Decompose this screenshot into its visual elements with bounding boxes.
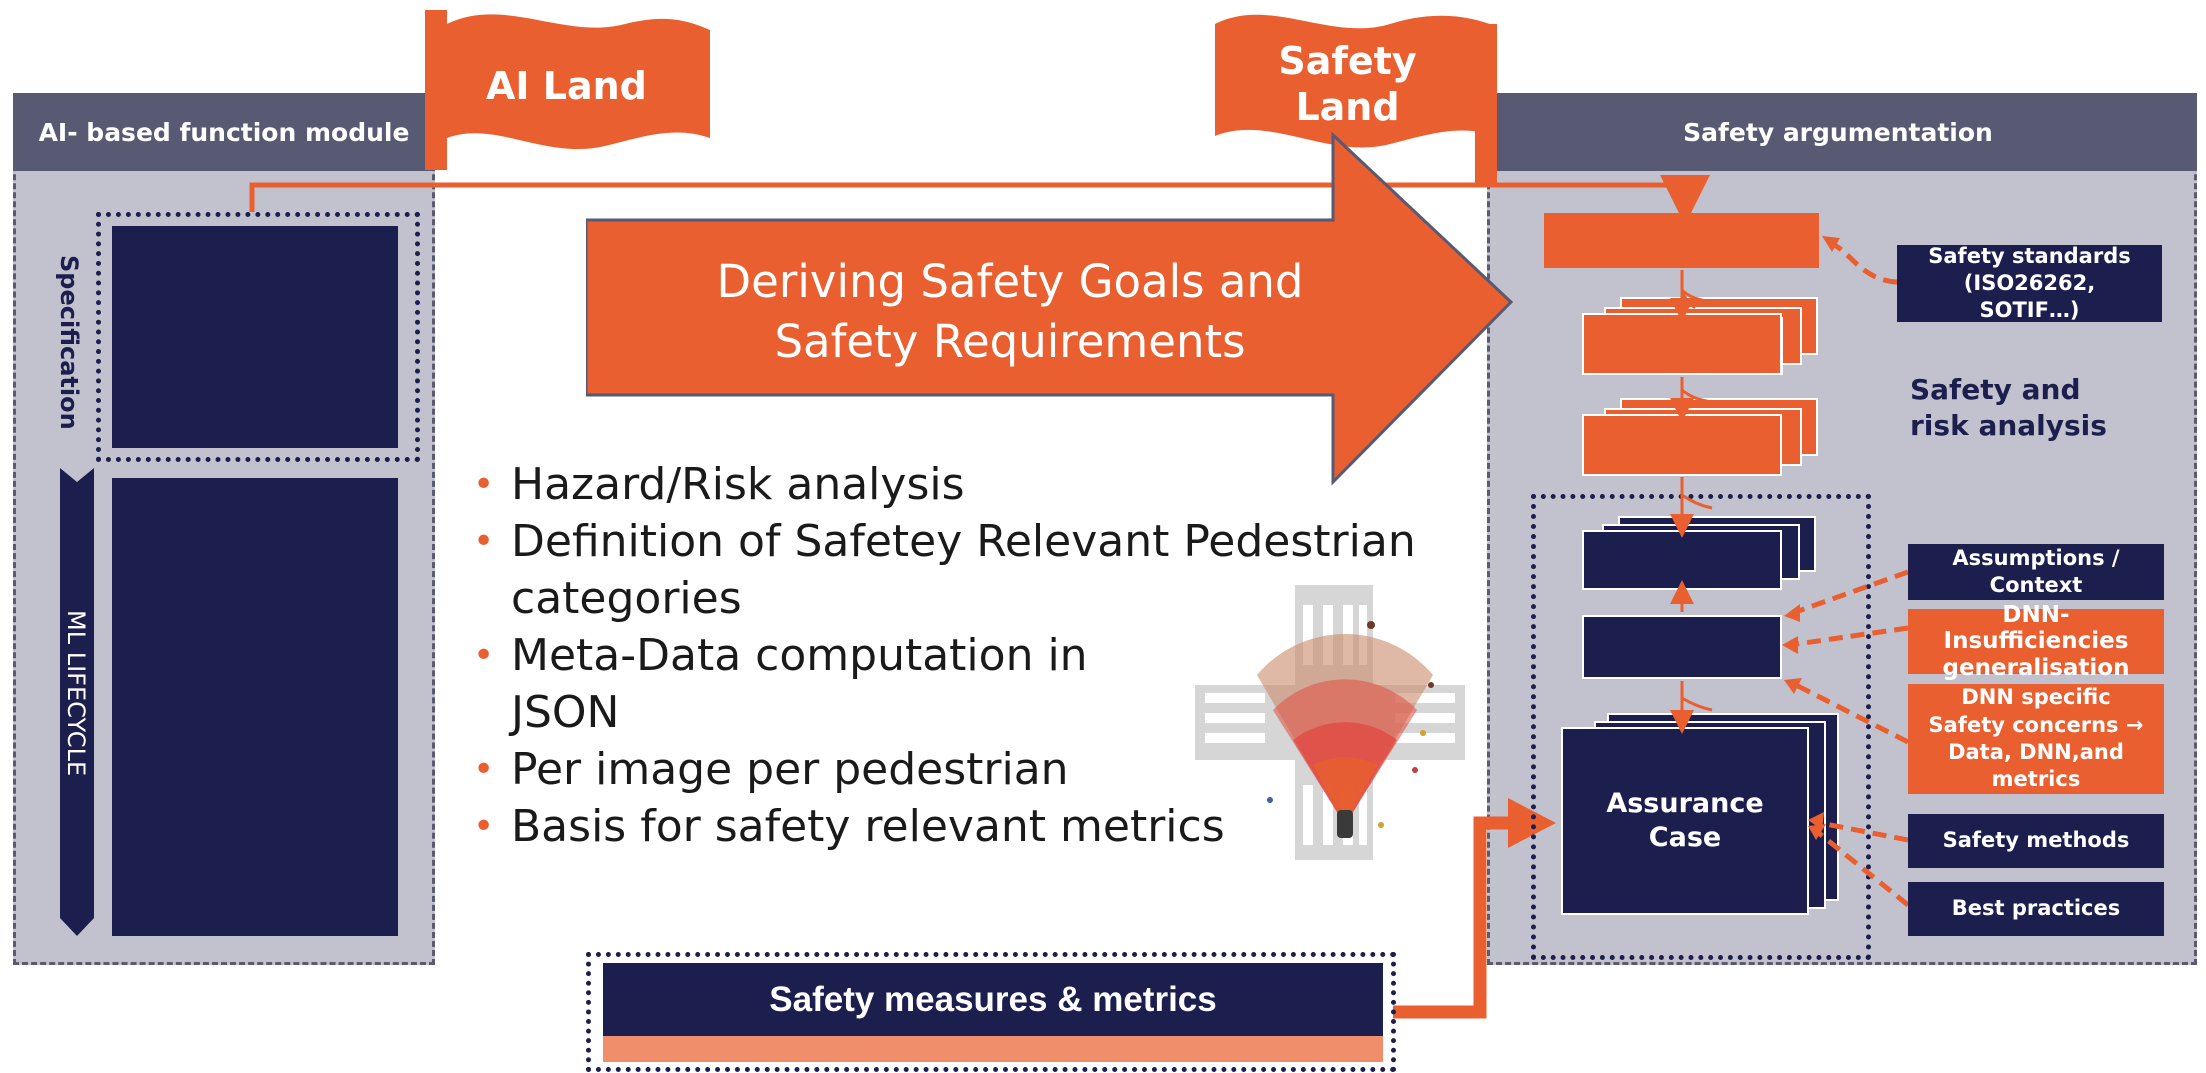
safety-measures-label: Safety measures & metrics xyxy=(769,979,1217,1019)
ml-lifecycle-arrow xyxy=(60,468,94,936)
safety-argumentation-title: Safety argumentation xyxy=(1683,117,1993,147)
safety-land-label: Safety Land xyxy=(1260,38,1435,130)
safety-methods-box: Safety methods xyxy=(1908,814,2164,868)
safety-risk-analysis-label: Safety and risk analysis xyxy=(1910,373,2107,442)
assurance-case-box: Assurance Case xyxy=(1561,727,1809,915)
ai-land-flag xyxy=(425,10,710,170)
dnn-specific-concerns-box: DNN specific Safety concerns → Data, DNN… xyxy=(1908,684,2164,794)
deriving-goals-line1: Deriving Safety Goals and xyxy=(716,255,1304,308)
argument-block xyxy=(1582,615,1782,679)
analysis-bullet-list: Hazard/Risk analysis Definition of Safet… xyxy=(473,456,1433,855)
safety-land-flag xyxy=(1215,14,1497,184)
intersection-illustration xyxy=(1195,585,1465,860)
specification-box-frame xyxy=(96,212,420,462)
ai-function-module-header: AI- based function module xyxy=(13,93,435,171)
specification-box xyxy=(112,226,398,448)
assurance-case-line2: Case xyxy=(1648,822,1722,853)
bullet-item: Per image per pedestrian xyxy=(473,741,1433,798)
ai-function-module-title: AI- based function module xyxy=(38,117,410,147)
assurance-area-frame xyxy=(1531,494,1871,960)
safety-standards-box: Safety standards (ISO26262, SOTIF…) xyxy=(1897,244,2162,322)
deriving-goals-text: Deriving Safety Goals and Safety Require… xyxy=(640,252,1380,372)
dnn-insufficiencies-box: DNN-Insufficiencies generalisation xyxy=(1908,602,2164,681)
ml-lifecycle-label: ML LIFECYCLE xyxy=(62,610,90,777)
bullet-item: Meta-Data computation in JSON xyxy=(473,627,1433,741)
safety-land-label-line2: Land xyxy=(1295,85,1400,129)
bullet-item: Basis for safety relevant metrics xyxy=(473,798,1433,855)
requirement-block-2 xyxy=(1582,414,1782,476)
bullet-item: Definition of Safetey Relevant Pedestria… xyxy=(473,513,1416,627)
safety-measures-box: Safety measures & metrics xyxy=(603,963,1383,1036)
ml-lifecycle-box xyxy=(112,478,398,936)
deriving-goals-arrow xyxy=(586,131,1514,486)
spec-to-goal-connector xyxy=(249,175,1710,225)
safety-measures-bar xyxy=(603,1036,1383,1062)
safety-goal-block xyxy=(1544,213,1819,268)
deriving-goals-line2: Safety Requirements xyxy=(774,315,1246,368)
assumptions-context-box: Assumptions / Context xyxy=(1908,544,2164,600)
safety-argumentation-header: Safety argumentation xyxy=(1487,93,2197,171)
safety-measures-box-frame xyxy=(586,952,1396,1072)
safety-land-label-line1: Safety xyxy=(1278,39,1417,83)
specification-label: Specification xyxy=(55,255,83,430)
assurance-case-line1: Assurance xyxy=(1606,788,1764,819)
bullet-item: Hazard/Risk analysis xyxy=(473,456,1433,513)
ai-land-label: AI Land xyxy=(486,64,647,108)
requirement-block-1 xyxy=(1582,313,1782,375)
best-practices-box: Best practices xyxy=(1908,882,2164,936)
metrics-to-assurance-connector xyxy=(1393,816,1510,1019)
